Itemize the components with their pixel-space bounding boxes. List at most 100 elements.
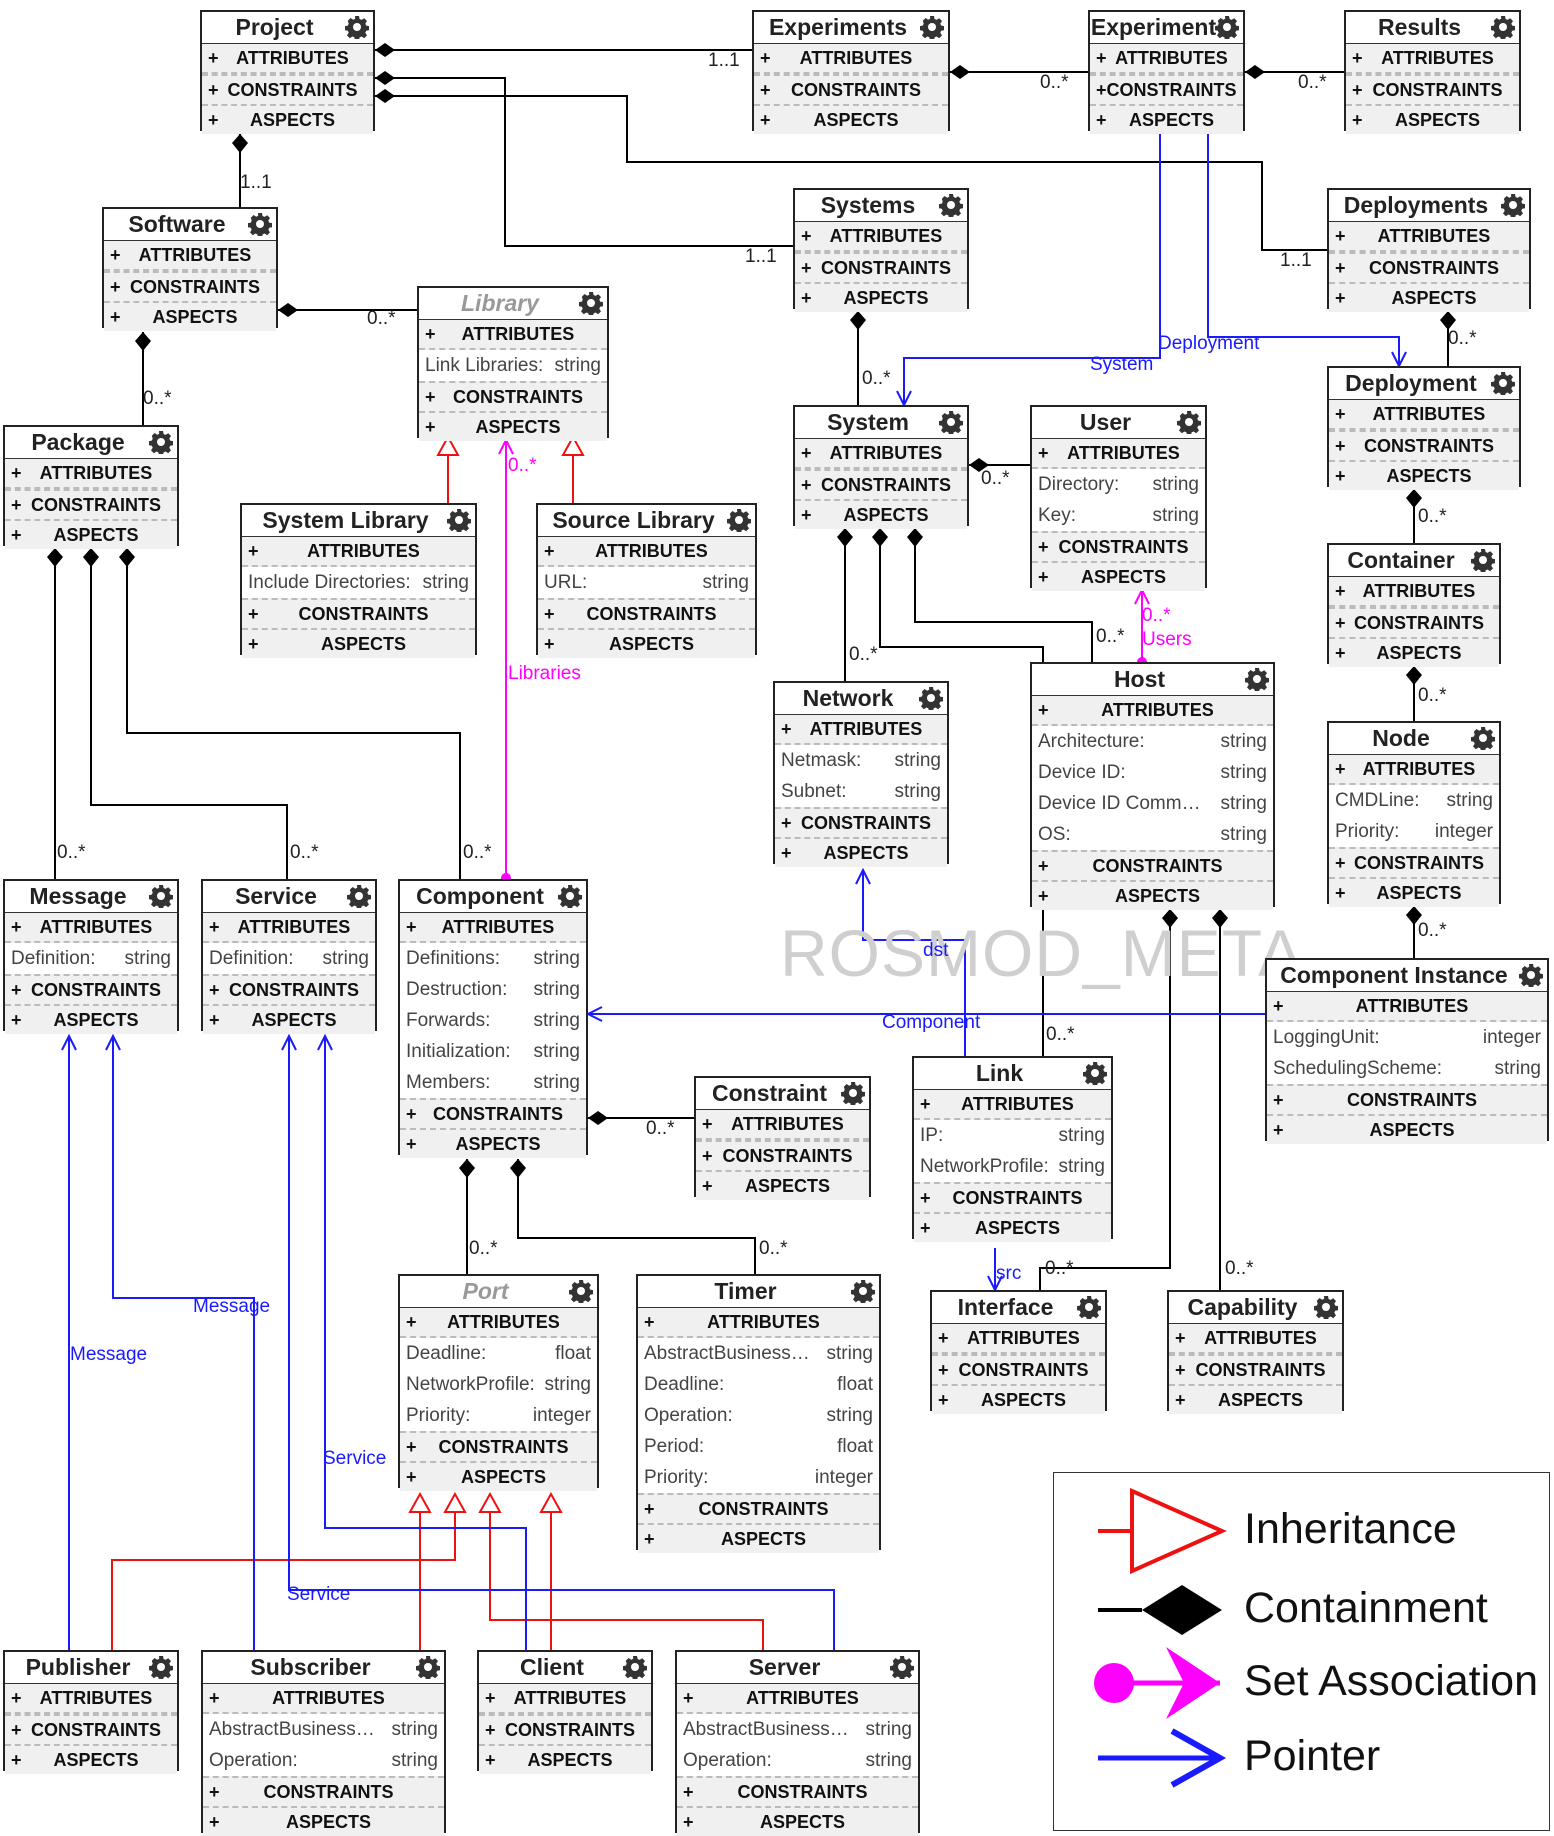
- attributes-section[interactable]: +ATTRIBUTES: [1169, 1324, 1342, 1354]
- constraints-section[interactable]: +CONSTRAINTS: [203, 974, 375, 1006]
- aspects-section[interactable]: +ASPECTS: [914, 1214, 1111, 1242]
- constraints-section[interactable]: +CONSTRAINTS: [932, 1354, 1105, 1386]
- class-header[interactable]: Project: [202, 12, 373, 44]
- constraints-section[interactable]: +CONSTRAINTS: [1169, 1354, 1342, 1386]
- attributes-section[interactable]: +ATTRIBUTES: [1346, 44, 1519, 74]
- attribute-row[interactable]: AbstractBusiness…string: [203, 1714, 444, 1745]
- attributes-section[interactable]: +ATTRIBUTES: [696, 1110, 869, 1140]
- constraints-section[interactable]: +CONSTRAINTS: [1090, 74, 1243, 106]
- gear-icon[interactable]: [345, 15, 369, 39]
- aspects-section[interactable]: +ASPECTS: [203, 1808, 444, 1836]
- constraints-section[interactable]: +CONSTRAINTS: [795, 252, 967, 284]
- attributes-section[interactable]: +ATTRIBUTES: [638, 1308, 879, 1338]
- class-header[interactable]: Container: [1329, 545, 1499, 577]
- attribute-row[interactable]: Definitions:string: [400, 943, 586, 974]
- aspects-section[interactable]: +ASPECTS: [104, 303, 276, 331]
- attribute-row[interactable]: Include Directories:string: [242, 567, 475, 598]
- gear-icon[interactable]: [1177, 410, 1201, 434]
- constraints-section[interactable]: +CONSTRAINTS: [1329, 252, 1529, 284]
- aspects-section[interactable]: +ASPECTS: [677, 1808, 918, 1836]
- class-header[interactable]: Component Instance: [1267, 960, 1547, 992]
- gear-icon[interactable]: [919, 686, 943, 710]
- aspects-section[interactable]: +ASPECTS: [932, 1386, 1105, 1414]
- class-header[interactable]: Timer: [638, 1276, 879, 1308]
- attributes-section[interactable]: +ATTRIBUTES: [400, 913, 586, 943]
- gear-icon[interactable]: [447, 508, 471, 532]
- attributes-section[interactable]: +ATTRIBUTES: [242, 537, 475, 567]
- class-header[interactable]: Library: [419, 288, 607, 320]
- gear-icon[interactable]: [416, 1655, 440, 1679]
- class-header[interactable]: Subscriber: [203, 1652, 444, 1684]
- class-header[interactable]: System Library: [242, 505, 475, 537]
- constraints-section[interactable]: +CONSTRAINTS: [1032, 850, 1273, 882]
- gear-icon[interactable]: [939, 410, 963, 434]
- aspects-section[interactable]: +ASPECTS: [5, 521, 177, 549]
- aspects-section[interactable]: +ASPECTS: [696, 1172, 869, 1200]
- attribute-row[interactable]: Priority:integer: [1329, 816, 1499, 847]
- attribute-row[interactable]: Destruction:string: [400, 974, 586, 1005]
- class-results[interactable]: Results+ATTRIBUTES+CONSTRAINTS+ASPECTS: [1344, 10, 1521, 134]
- class-header[interactable]: Experiment: [1090, 12, 1243, 44]
- constraints-section[interactable]: +CONSTRAINTS: [5, 489, 177, 521]
- attribute-row[interactable]: Operation:string: [677, 1745, 918, 1776]
- constraints-section[interactable]: +CONSTRAINTS: [775, 807, 947, 839]
- attributes-section[interactable]: +ATTRIBUTES: [1329, 577, 1499, 607]
- attribute-row[interactable]: Directory:string: [1032, 469, 1205, 500]
- attributes-section[interactable]: +ATTRIBUTES: [203, 1684, 444, 1714]
- attribute-row[interactable]: Deadline:float: [400, 1338, 597, 1369]
- attributes-section[interactable]: +ATTRIBUTES: [104, 241, 276, 271]
- gear-icon[interactable]: [347, 884, 371, 908]
- attributes-section[interactable]: +ATTRIBUTES: [479, 1684, 651, 1714]
- class-package[interactable]: Package+ATTRIBUTES+CONSTRAINTS+ASPECTS: [3, 425, 179, 549]
- attribute-row[interactable]: Priority:integer: [638, 1462, 879, 1493]
- aspects-section[interactable]: +ASPECTS: [1329, 879, 1499, 907]
- attribute-row[interactable]: Link Libraries:string: [419, 350, 607, 381]
- attribute-row[interactable]: LoggingUnit:integer: [1267, 1022, 1547, 1053]
- constraints-section[interactable]: +CONSTRAINTS: [1346, 74, 1519, 106]
- aspects-section[interactable]: +ASPECTS: [1346, 106, 1519, 134]
- gear-icon[interactable]: [890, 1655, 914, 1679]
- constraints-section[interactable]: +CONSTRAINTS: [1329, 430, 1519, 462]
- gear-icon[interactable]: [1245, 667, 1269, 691]
- attributes-section[interactable]: +ATTRIBUTES: [1267, 992, 1547, 1022]
- attribute-row[interactable]: NetworkProfile:string: [914, 1151, 1111, 1182]
- gear-icon[interactable]: [1491, 15, 1515, 39]
- class-header[interactable]: Network: [775, 683, 947, 715]
- class-header[interactable]: Experiments: [754, 12, 948, 44]
- attribute-row[interactable]: AbstractBusiness…string: [677, 1714, 918, 1745]
- aspects-section[interactable]: +ASPECTS: [1032, 563, 1205, 591]
- attribute-row[interactable]: Device ID Comm…string: [1032, 788, 1273, 819]
- class-header[interactable]: Node: [1329, 723, 1499, 755]
- attributes-section[interactable]: +ATTRIBUTES: [914, 1090, 1111, 1120]
- aspects-section[interactable]: +ASPECTS: [638, 1525, 879, 1553]
- attributes-section[interactable]: +ATTRIBUTES: [1032, 439, 1205, 469]
- attributes-section[interactable]: +ATTRIBUTES: [795, 439, 967, 469]
- attributes-section[interactable]: +ATTRIBUTES: [775, 715, 947, 745]
- gear-icon[interactable]: [1471, 548, 1495, 572]
- gear-icon[interactable]: [579, 291, 603, 315]
- gear-icon[interactable]: [727, 508, 751, 532]
- attributes-section[interactable]: +ATTRIBUTES: [202, 44, 373, 74]
- class-header[interactable]: Component: [400, 881, 586, 913]
- class-header[interactable]: Client: [479, 1652, 651, 1684]
- class-systems[interactable]: Systems+ATTRIBUTES+CONSTRAINTS+ASPECTS: [793, 188, 969, 312]
- aspects-section[interactable]: +ASPECTS: [5, 1746, 177, 1774]
- attribute-row[interactable]: AbstractBusiness…string: [638, 1338, 879, 1369]
- aspects-section[interactable]: +ASPECTS: [1032, 882, 1273, 910]
- class-container[interactable]: Container+ATTRIBUTES+CONSTRAINTS+ASPECTS: [1327, 543, 1501, 667]
- gear-icon[interactable]: [149, 1655, 173, 1679]
- attribute-row[interactable]: Initialization:string: [400, 1036, 586, 1067]
- class-interface[interactable]: Interface+ATTRIBUTES+CONSTRAINTS+ASPECTS: [930, 1290, 1107, 1414]
- attribute-row[interactable]: Device ID:string: [1032, 757, 1273, 788]
- class-header[interactable]: Package: [5, 427, 177, 459]
